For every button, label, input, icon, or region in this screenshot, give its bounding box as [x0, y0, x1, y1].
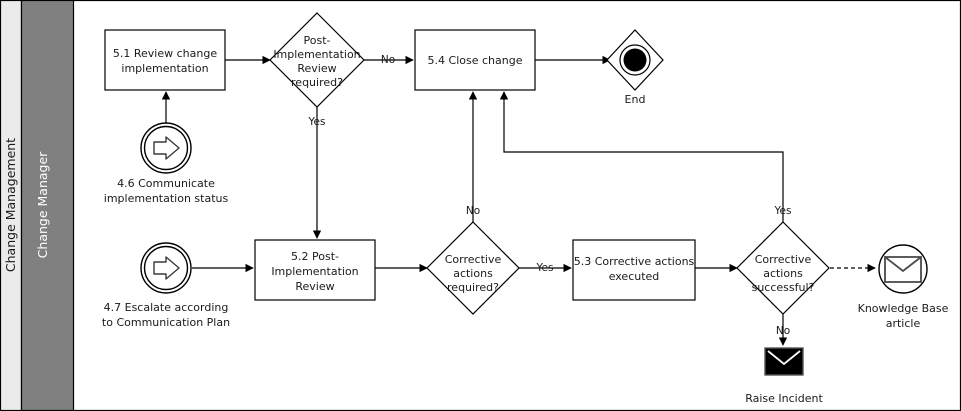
task-5-1-review-change-implementation[interactable]: 5.1 Review change implementation [104, 29, 226, 91]
gateway-pir-label-line3: Review [297, 62, 336, 75]
link-arrow-icon [153, 256, 180, 280]
kb-article-label-line1: Knowledge Base [858, 302, 949, 315]
gateway-corr-req-label-line3: required? [447, 281, 499, 294]
task-5-2-box[interactable] [254, 239, 376, 301]
flow-gw-corr-ok-yes-to-task54 [499, 91, 784, 222]
flow-label-pir-yes: Yes [308, 116, 326, 128]
link-4-7-label-line2: to Communication Plan [102, 316, 230, 329]
end-event-label: End [625, 93, 646, 106]
gateway-corrective-actions-successful[interactable]: Corrective actions successful? [736, 221, 830, 315]
kb-article-label-line2: article [886, 317, 921, 330]
flow-label-corr-req-yes: Yes [536, 262, 554, 274]
task-5-4-close-change[interactable]: 5.4 Close change [414, 29, 536, 91]
flow-label-pir-no: No [381, 54, 395, 66]
end-event-inner-filled-circle [623, 48, 647, 72]
end-event-terminate[interactable]: End [606, 29, 664, 106]
flow-label-corr-req-no: No [466, 205, 480, 217]
link-arrow-icon [153, 136, 180, 160]
gateway-pir-required[interactable]: Post- Implementation Review required? [269, 12, 365, 108]
raise-incident-envelope-flap-icon [767, 350, 801, 366]
flow-label-corr-ok-no: No [776, 325, 790, 337]
gateway-pir-label-line1: Post- [304, 34, 331, 47]
gateway-pir-label-line2: Implementation [273, 48, 360, 61]
task-5-3-box[interactable] [572, 239, 696, 301]
flow-label-corr-ok-yes: Yes [774, 205, 792, 217]
task-5-1-box[interactable] [104, 29, 226, 91]
raise-incident-label: Raise Incident [745, 392, 823, 405]
gateway-corr-ok-label-line3: successful? [752, 281, 815, 294]
link-event-4-7-escalate-communication-plan[interactable]: 4.7 Escalate according to Communication … [102, 242, 230, 329]
envelope-flap-icon [884, 256, 922, 273]
message-event-knowledge-base-article[interactable]: Knowledge Base article [858, 244, 949, 330]
gateway-pir-required-diamond[interactable] [269, 12, 365, 108]
pool-title: Change Management [3, 138, 18, 272]
gateway-pir-label-line4: required? [291, 76, 343, 89]
gateway-corrective-actions-required[interactable]: Corrective actions required? [426, 221, 520, 315]
task-5-3-corrective-actions-executed[interactable]: 5.3 Corrective actions executed [572, 239, 696, 301]
gateway-corr-ok-label-line1: Corrective [755, 253, 812, 266]
link-4-6-label-line2: implementation status [104, 192, 229, 205]
lane-title-change-manager: Change Manager [35, 151, 50, 258]
link-4-6-label-line1: 4.6 Communicate [117, 177, 215, 190]
gateway-corr-req-label-line2: actions [453, 267, 493, 280]
sequence-flows: Knowledge Base article (dashed associati… [161, 55, 876, 346]
task-5-4-label: 5.4 Close change [428, 54, 523, 67]
task-5-4-box[interactable] [414, 29, 536, 91]
task-5-2-label-line3: Review [295, 280, 334, 293]
task-5-1-label-line1: 5.1 Review change [113, 47, 217, 60]
task-5-2-post-implementation-review[interactable]: 5.2 Post- Implementation Review [254, 239, 376, 301]
gateway-corr-req-label-line1: Corrective [445, 253, 502, 266]
task-5-3-label-line2: executed [609, 270, 660, 283]
task-5-2-label-line2: Implementation [271, 265, 358, 278]
gateway-corr-ok-label-line2: actions [763, 267, 803, 280]
raise-incident-envelope-icon[interactable] [764, 347, 804, 376]
task-5-1-label-line2: implementation [121, 62, 208, 75]
gateway-corrective-required-diamond[interactable] [426, 221, 520, 315]
message-raise-incident[interactable]: Raise Incident [745, 347, 823, 405]
gateway-corrective-successful-diamond[interactable] [736, 221, 830, 315]
task-5-2-label-line1: 5.2 Post- [291, 250, 339, 263]
link-event-4-6-communicate-implementation-status[interactable]: 4.6 Communicate implementation status [104, 122, 229, 205]
task-5-3-label-line1: 5.3 Corrective actions [574, 255, 695, 268]
link-4-7-label-line1: 4.7 Escalate according [104, 301, 229, 314]
lane-header-change-manager [20, 0, 75, 411]
